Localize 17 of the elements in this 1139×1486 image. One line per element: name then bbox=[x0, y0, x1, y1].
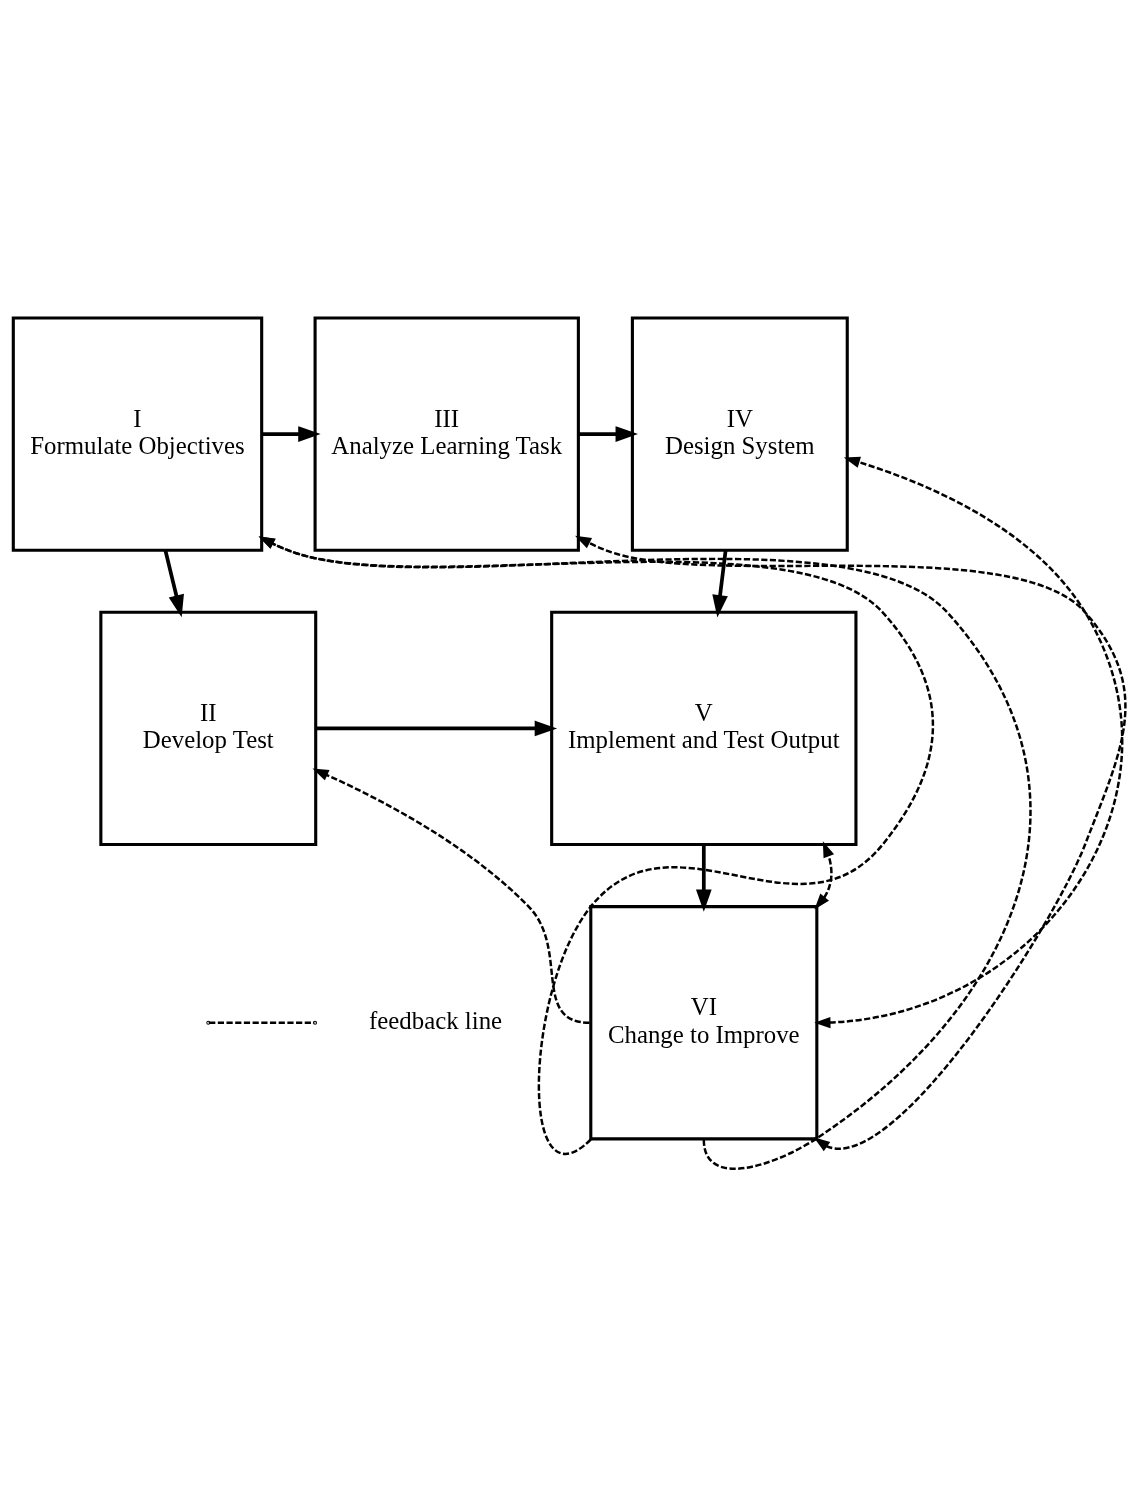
arrow bbox=[814, 456, 1124, 1028]
arrow bbox=[695, 844, 712, 912]
legend-label: feedback line bbox=[369, 1006, 503, 1034]
node-box: V Implement and Test Output bbox=[550, 610, 858, 846]
arrow bbox=[261, 425, 321, 442]
arrow bbox=[312, 768, 590, 1024]
arrow bbox=[814, 840, 835, 910]
arrow bbox=[578, 425, 638, 442]
arrow bbox=[315, 720, 558, 736]
node-box: VI Change to Improve bbox=[589, 904, 819, 1140]
node-box: IV Design System bbox=[630, 315, 849, 552]
node-box: I Formulate Objectives bbox=[11, 315, 264, 552]
arrow bbox=[575, 535, 1127, 1151]
arrow bbox=[712, 549, 728, 617]
node-box: II Develop Test bbox=[99, 610, 318, 846]
node-box: III Analyze Learning Task bbox=[313, 315, 580, 552]
arrow bbox=[163, 549, 184, 617]
